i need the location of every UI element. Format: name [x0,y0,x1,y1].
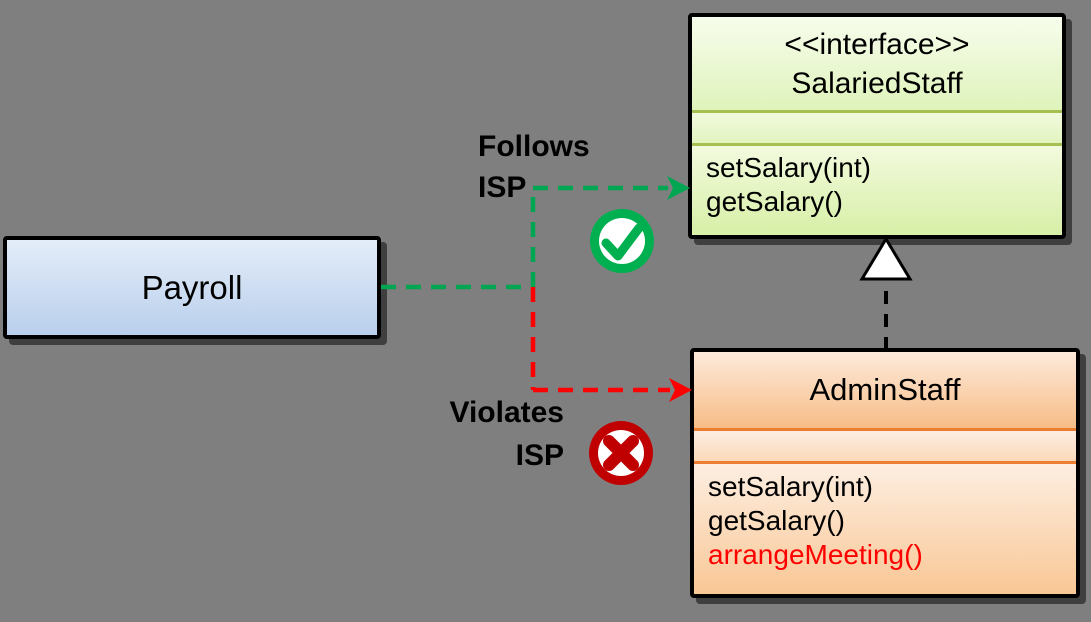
realization-triangle [859,236,913,281]
interface-method: setSalary(int) [706,152,871,183]
violates-arrowhead [669,378,692,402]
interface-methods-compartment: setSalary(int) getSalary() [692,143,1062,235]
admin-class-name: AdminStaff [809,372,961,407]
cross-circle-icon [589,421,653,485]
interface-stereotype: <<interface>> [784,27,970,61]
interface-method: getSalary() [706,186,843,217]
salariedstaff-interface-box: <<interface>> SalariedStaff setSalary(in… [688,13,1066,239]
violates-isp-label-line2: ISP [515,439,564,472]
check-circle-icon [590,209,654,273]
follows-isp-label: Follows ISP [478,126,590,208]
follows-isp-label-line1: Follows [478,130,590,163]
admin-attributes-compartment [694,428,1076,461]
adminstaff-class-box: AdminStaff setSalary(int) getSalary() ar… [690,348,1080,598]
interface-title-compartment: <<interface>> SalariedStaff [692,17,1062,110]
violates-isp-label-line1: Violates [449,396,564,429]
violates-isp-connector [530,287,670,393]
violates-isp-label: Violates ISP [437,391,564,477]
admin-title-compartment: AdminStaff [694,352,1076,428]
admin-method: getSalary() [708,505,845,536]
payroll-class-box: Payroll [3,236,381,339]
admin-method-violating: arrangeMeeting() [708,539,923,570]
payroll-class-name: Payroll [141,268,243,306]
admin-methods-compartment: setSalary(int) getSalary() arrangeMeetin… [694,461,1076,594]
follows-isp-label-line2: ISP [478,171,527,204]
follows-arrowhead [667,176,690,200]
admin-method: setSalary(int) [708,471,873,502]
interface-attributes-compartment [692,110,1062,143]
interface-name: SalariedStaff [791,66,963,100]
